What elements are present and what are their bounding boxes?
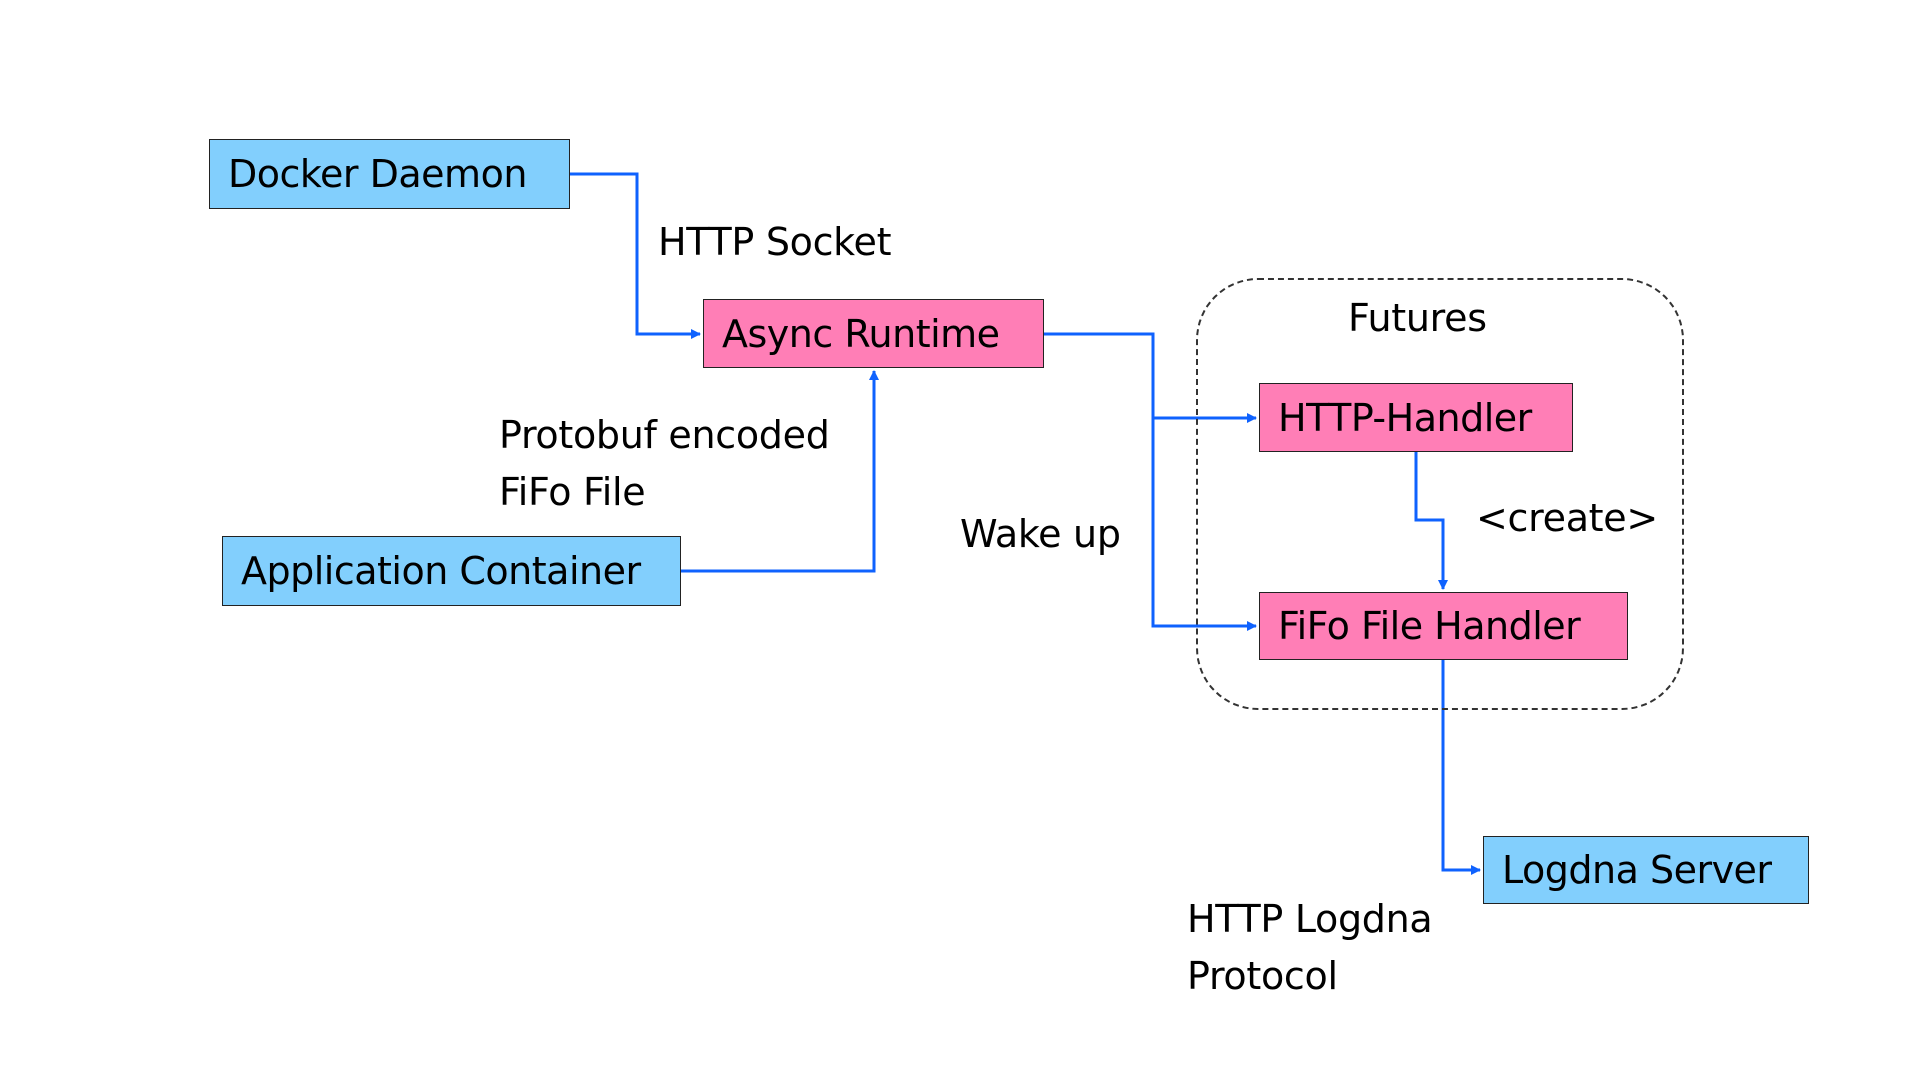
node-application-container[interactable]: Application Container [222, 536, 681, 606]
edge-label-create: <create> [1476, 496, 1658, 540]
edge-runtime-to-http-handler [1044, 332, 1257, 423]
edge-docker-to-runtime [570, 172, 701, 339]
edge-label-logdna-line1: HTTP Logdna [1187, 897, 1433, 941]
edge-label-http-socket: HTTP Socket [658, 220, 892, 264]
edge-label-wake-up: Wake up [960, 512, 1121, 556]
node-docker-daemon[interactable]: Docker Daemon [209, 139, 570, 209]
edge-label-protobuf-line1: Protobuf encoded [499, 413, 830, 457]
edge-app-to-runtime [681, 370, 879, 573]
node-logdna-server[interactable]: Logdna Server [1483, 836, 1809, 904]
node-http-handler[interactable]: HTTP-Handler [1259, 383, 1573, 452]
node-fifo-file-handler[interactable]: FiFo File Handler [1259, 592, 1628, 660]
edge-fifo-handler-to-logdna [1441, 660, 1481, 875]
futures-group-label: Futures [1348, 296, 1487, 340]
edge-label-protobuf-line2: FiFo File [499, 470, 646, 514]
edge-http-handler-to-fifo-handler [1414, 452, 1448, 590]
node-async-runtime[interactable]: Async Runtime [703, 299, 1044, 368]
edge-runtime-to-fifo-handler [1151, 418, 1257, 631]
edge-label-logdna-line2: Protocol [1187, 954, 1338, 998]
futures-group [1196, 278, 1684, 710]
